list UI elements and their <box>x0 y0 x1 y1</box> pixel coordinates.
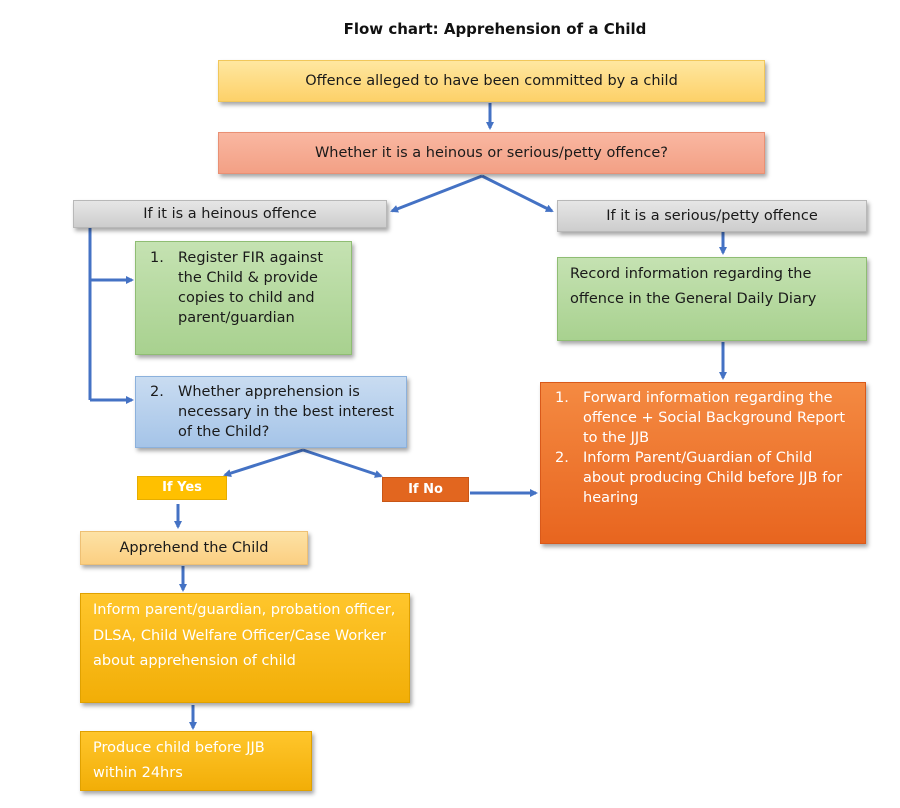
node-offence-alleged: Offence alleged to have been committed b… <box>218 60 765 102</box>
node-if-no: If No <box>382 477 469 502</box>
node-whether-apprehension: 2. Whether apprehension is necessary in t… <box>135 376 407 448</box>
apprehension-number: 2. <box>150 384 164 400</box>
forward-info-text-2: Inform Parent/Guardian of Child about pr… <box>583 450 843 506</box>
chart-title: Flow chart: Apprehension of a Child <box>343 20 647 38</box>
forward-info-text-1: Forward information regarding the offenc… <box>583 390 846 446</box>
arrow-to-heinous <box>390 174 483 213</box>
node-whether-heinous: Whether it is a heinous or serious/petty… <box>218 132 765 174</box>
forward-info-number-2: 2. <box>555 450 569 466</box>
forward-info-item-2: 2. Inform Parent/Guardian of Child about … <box>555 448 855 508</box>
arrow-to-if-yes <box>223 448 304 477</box>
node-if-yes: If Yes <box>137 476 227 500</box>
apprehension-text: Whether apprehension is necessary in the… <box>178 384 394 440</box>
arrow-to-serious <box>481 174 554 213</box>
apprehension-list: 2. Whether apprehension is necessary in t… <box>150 382 396 442</box>
node-register-fir: 1. Register FIR against the Child & provi… <box>135 241 352 355</box>
node-record-info: Record information regarding the offence… <box>557 257 867 341</box>
forward-info-number-1: 1. <box>555 390 569 406</box>
forward-info-item-1: 1. Forward information regarding the offe… <box>555 388 855 448</box>
forward-info-list: 1. Forward information regarding the offe… <box>555 388 855 508</box>
register-fir-list: 1. Register FIR against the Child & provi… <box>150 248 341 328</box>
node-if-serious: If it is a serious/petty offence <box>557 200 867 232</box>
register-fir-text: Register FIR against the Child & provide… <box>178 250 324 326</box>
register-fir-item: 1. Register FIR against the Child & provi… <box>150 248 341 328</box>
arrow-to-if-no <box>302 448 383 478</box>
node-produce-child: Produce child before JJB within 24hrs <box>80 731 312 791</box>
node-forward-info: 1. Forward information regarding the offe… <box>540 382 866 544</box>
node-if-heinous: If it is a heinous offence <box>73 200 387 228</box>
apprehension-item: 2. Whether apprehension is necessary in t… <box>150 382 396 442</box>
node-inform-parent: Inform parent/guardian, probation office… <box>80 593 410 703</box>
node-apprehend: Apprehend the Child <box>80 531 308 565</box>
register-fir-number: 1. <box>150 250 164 266</box>
